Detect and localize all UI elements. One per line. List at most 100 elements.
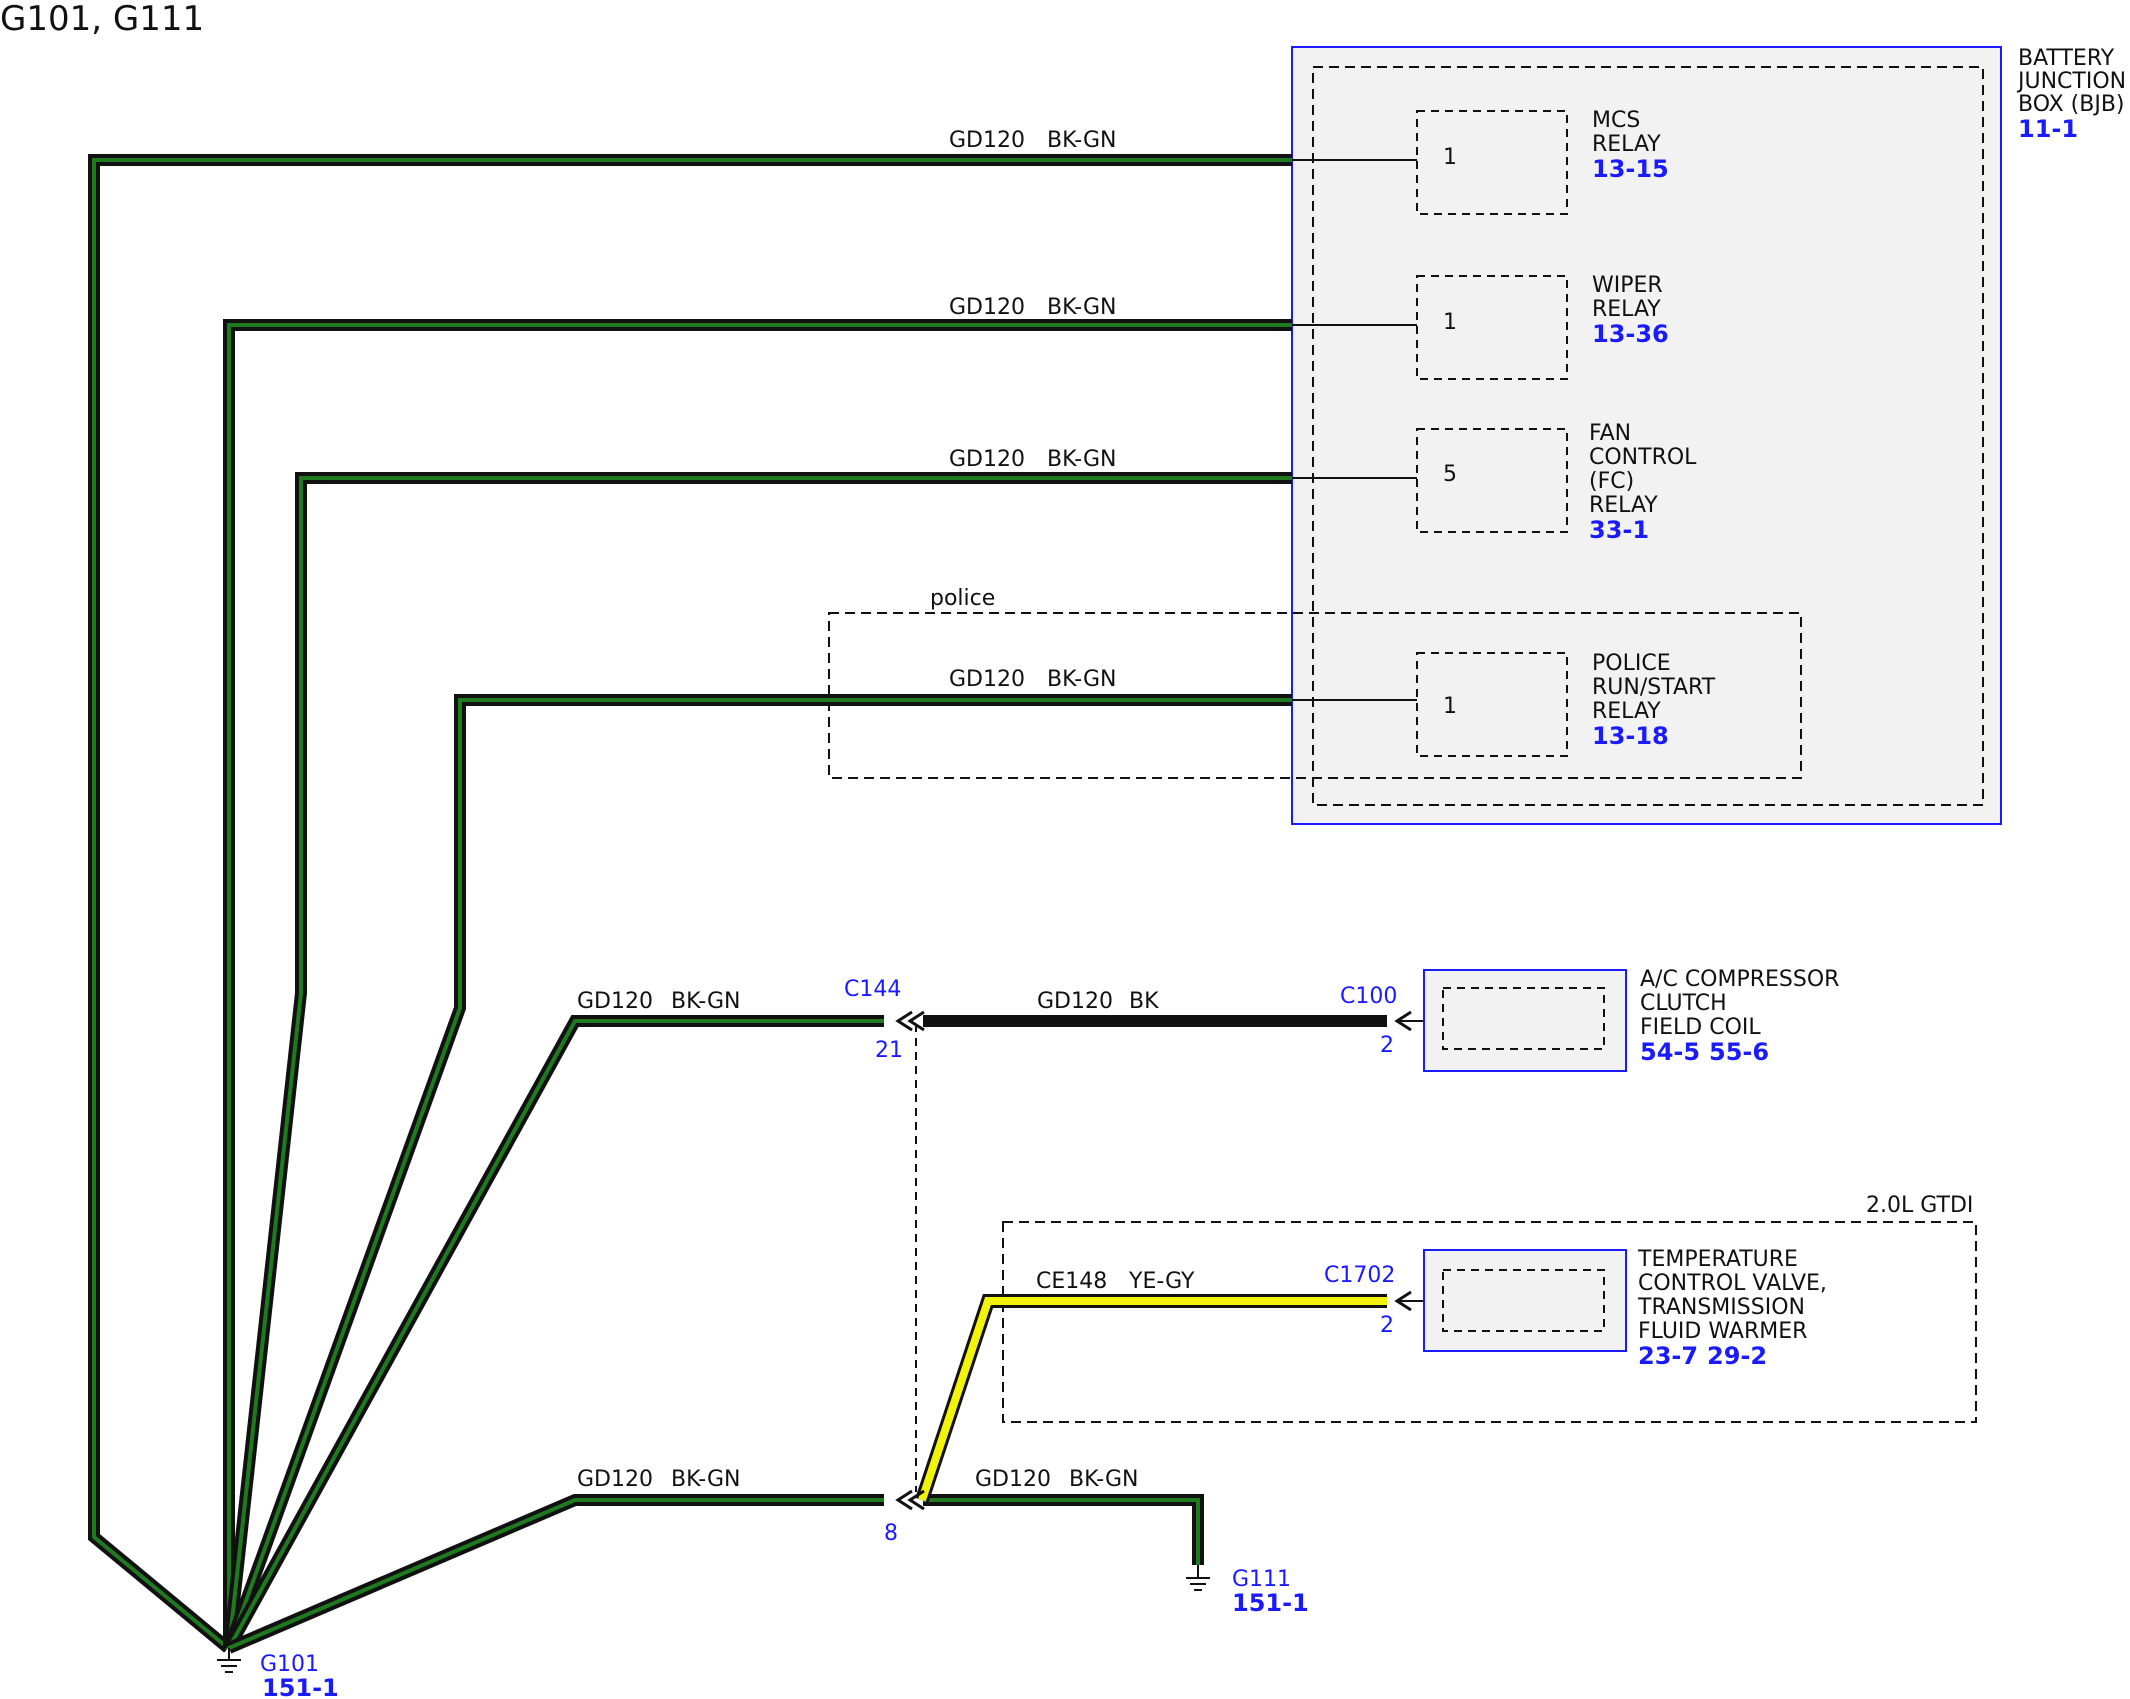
police-relay-name-2: RUN/START [1592, 675, 1716, 700]
wire-upper-left-circuit: GD120 [577, 989, 653, 1014]
ground-g101[interactable]: G101 151-1 [217, 1648, 339, 1699]
police-relay-pin: 1 [1443, 694, 1457, 719]
relay-leads [1292, 159, 1417, 701]
fan-control-relay-name-4: RELAY [1589, 493, 1658, 518]
police-run-start-relay: 1 POLICE RUN/START RELAY 13-18 [1416, 651, 1716, 757]
wire-police-circuit: GD120 [949, 667, 1025, 692]
police-relay-ref[interactable]: 13-18 [1592, 722, 1669, 750]
splice8-right-chevron-icon [907, 1489, 925, 1511]
wire-lower-right-circuit: GD120 [975, 1467, 1051, 1492]
ac-clutch-name-2: CLUTCH [1640, 991, 1727, 1016]
bk-gn-wires [88, 154, 1292, 1654]
fan-control-relay-pin: 5 [1443, 462, 1457, 487]
wiper-relay-name-1: WIPER [1592, 273, 1663, 298]
bjb-outline [1291, 46, 2002, 825]
mcs-relay-box [1416, 110, 1568, 215]
wire-lower-left-color: BK-GN [671, 1467, 740, 1492]
gtdi-option-box [1002, 1221, 1977, 1423]
fan-control-relay-ref[interactable]: 33-1 [1589, 516, 1649, 544]
wire-ac-color: BK [1129, 989, 1159, 1014]
temp-valve-inner-box [1442, 1269, 1605, 1332]
wiper-relay: 1 WIPER RELAY 13-36 [1416, 273, 1669, 380]
wire-c144-to-g101[interactable] [223, 1015, 884, 1651]
ac-clutch-name-3: FIELD COIL [1640, 1015, 1761, 1040]
splice-pin-8[interactable]: 8 [884, 1489, 925, 1546]
mcs-relay-ref[interactable]: 13-15 [1592, 155, 1669, 183]
wire-wiper-circuit: GD120 [949, 295, 1025, 320]
bjb-name-line-1: BATTERY [2018, 46, 2115, 71]
g101-ref[interactable]: 151-1 [262, 1674, 339, 1699]
connector-c144[interactable]: C144 21 [844, 977, 925, 1063]
fan-control-relay-box [1416, 428, 1568, 533]
wire-police-relay[interactable] [223, 694, 1292, 1651]
ac-clutch-name-1: A/C COMPRESSOR [1640, 967, 1839, 992]
wire-fan-circuit: GD120 [949, 447, 1025, 472]
wire-temp-valve-color: YE-GY [1128, 1269, 1195, 1294]
temp-valve-ref-2[interactable]: 29-2 [1707, 1342, 1767, 1370]
temp-valve-name-1: TEMPERATURE [1637, 1247, 1798, 1272]
ac-compressor-clutch: C100 2 A/C COMPRESSOR CLUTCH FIELD COIL … [1340, 967, 1839, 1072]
temp-valve-box [1423, 1249, 1627, 1352]
ac-clutch-ref-2[interactable]: 55-6 [1709, 1038, 1769, 1066]
g111-label: G111 [1232, 1567, 1291, 1592]
fan-control-relay-name-1: FAN [1589, 421, 1631, 446]
wire-police-color: BK-GN [1047, 667, 1116, 692]
wire-fan-color: BK-GN [1047, 447, 1116, 472]
wire-splice8-to-g101[interactable] [226, 1494, 884, 1654]
bjb-name-line-2: JUNCTION [2016, 69, 2126, 94]
g101-ground-icon [217, 1659, 241, 1673]
g111-ground-icon [1186, 1577, 1210, 1591]
mcs-relay: 1 MCS RELAY 13-15 [1416, 108, 1669, 215]
wire-splice8-to-g111[interactable] [923, 1494, 1204, 1565]
wire-temp-valve[interactable] [915, 1294, 1387, 1503]
c144-right-chevron-icon [907, 1010, 925, 1032]
temp-valve-ref-1[interactable]: 23-7 [1638, 1342, 1698, 1370]
g111-ref[interactable]: 151-1 [1232, 1589, 1309, 1617]
police-relay-name-3: RELAY [1592, 699, 1661, 724]
c144-pin: 21 [875, 1038, 903, 1063]
ac-clutch-ref-1[interactable]: 54-5 [1640, 1038, 1700, 1066]
wire-upper-left-color: BK-GN [671, 989, 740, 1014]
wiper-relay-name-2: RELAY [1592, 297, 1661, 322]
wire-mcs-relay[interactable] [88, 154, 1292, 1653]
wire-ac-circuit: GD120 [1037, 989, 1113, 1014]
battery-junction-box: BATTERY JUNCTION BOX (BJB) 11-1 [1291, 46, 2126, 825]
c144-left-chevron-icon [895, 1010, 913, 1032]
wire-mcs-circuit: GD120 [949, 128, 1025, 153]
bjb-name-line-3: BOX (BJB) [2018, 92, 2125, 117]
mcs-relay-pin: 1 [1443, 145, 1457, 170]
mcs-relay-name-2: RELAY [1592, 132, 1661, 157]
police-label: police [930, 586, 995, 611]
mcs-relay-name-1: MCS [1592, 108, 1640, 133]
wire-lower-right-color: BK-GN [1069, 1467, 1138, 1492]
fan-control-relay: 5 FAN CONTROL (FC) RELAY 33-1 [1416, 421, 1697, 544]
police-relay-name-1: POLICE [1592, 651, 1671, 676]
splice8-left-chevron-icon [895, 1489, 913, 1511]
wire-lower-left-circuit: GD120 [577, 1467, 653, 1492]
c100-label: C100 [1340, 984, 1397, 1009]
police-option-box [828, 612, 1802, 779]
ac-clutch-inner-box [1442, 987, 1605, 1050]
wire-temp-valve-circuit: CE148 [1036, 1269, 1107, 1294]
fan-control-relay-name-3: (FC) [1589, 469, 1634, 494]
splice8-pin: 8 [884, 1521, 898, 1546]
wire-wiper-color: BK-GN [1047, 295, 1116, 320]
c144-label: C144 [844, 977, 901, 1002]
wiper-relay-ref[interactable]: 13-36 [1592, 320, 1669, 348]
temp-valve-name-2: CONTROL VALVE, [1638, 1271, 1827, 1296]
temperature-control-valve: C1702 2 TEMPERATURE CONTROL VALVE, TRANS… [1324, 1247, 1827, 1370]
wiper-relay-box [1416, 275, 1568, 380]
ground-g111[interactable]: G111 151-1 [1186, 1565, 1309, 1617]
c1702-pin: 2 [1380, 1313, 1394, 1338]
temp-valve-name-3: TRANSMISSION [1637, 1295, 1805, 1320]
temp-valve-name-4: FLUID WARMER [1638, 1319, 1807, 1344]
bjb-wire-labels: GD120 BK-GN GD120 BK-GN GD120 BK-GN GD12… [949, 128, 1116, 692]
police-relay-box [1416, 652, 1568, 757]
fan-control-relay-name-2: CONTROL [1589, 445, 1697, 470]
wire-mcs-color: BK-GN [1047, 128, 1116, 153]
wire-wiper-relay[interactable] [223, 319, 1292, 1648]
c1702-label: C1702 [1324, 1263, 1395, 1288]
bjb-page-ref[interactable]: 11-1 [2018, 115, 2078, 143]
wire-fan-control-relay[interactable] [223, 472, 1292, 1649]
